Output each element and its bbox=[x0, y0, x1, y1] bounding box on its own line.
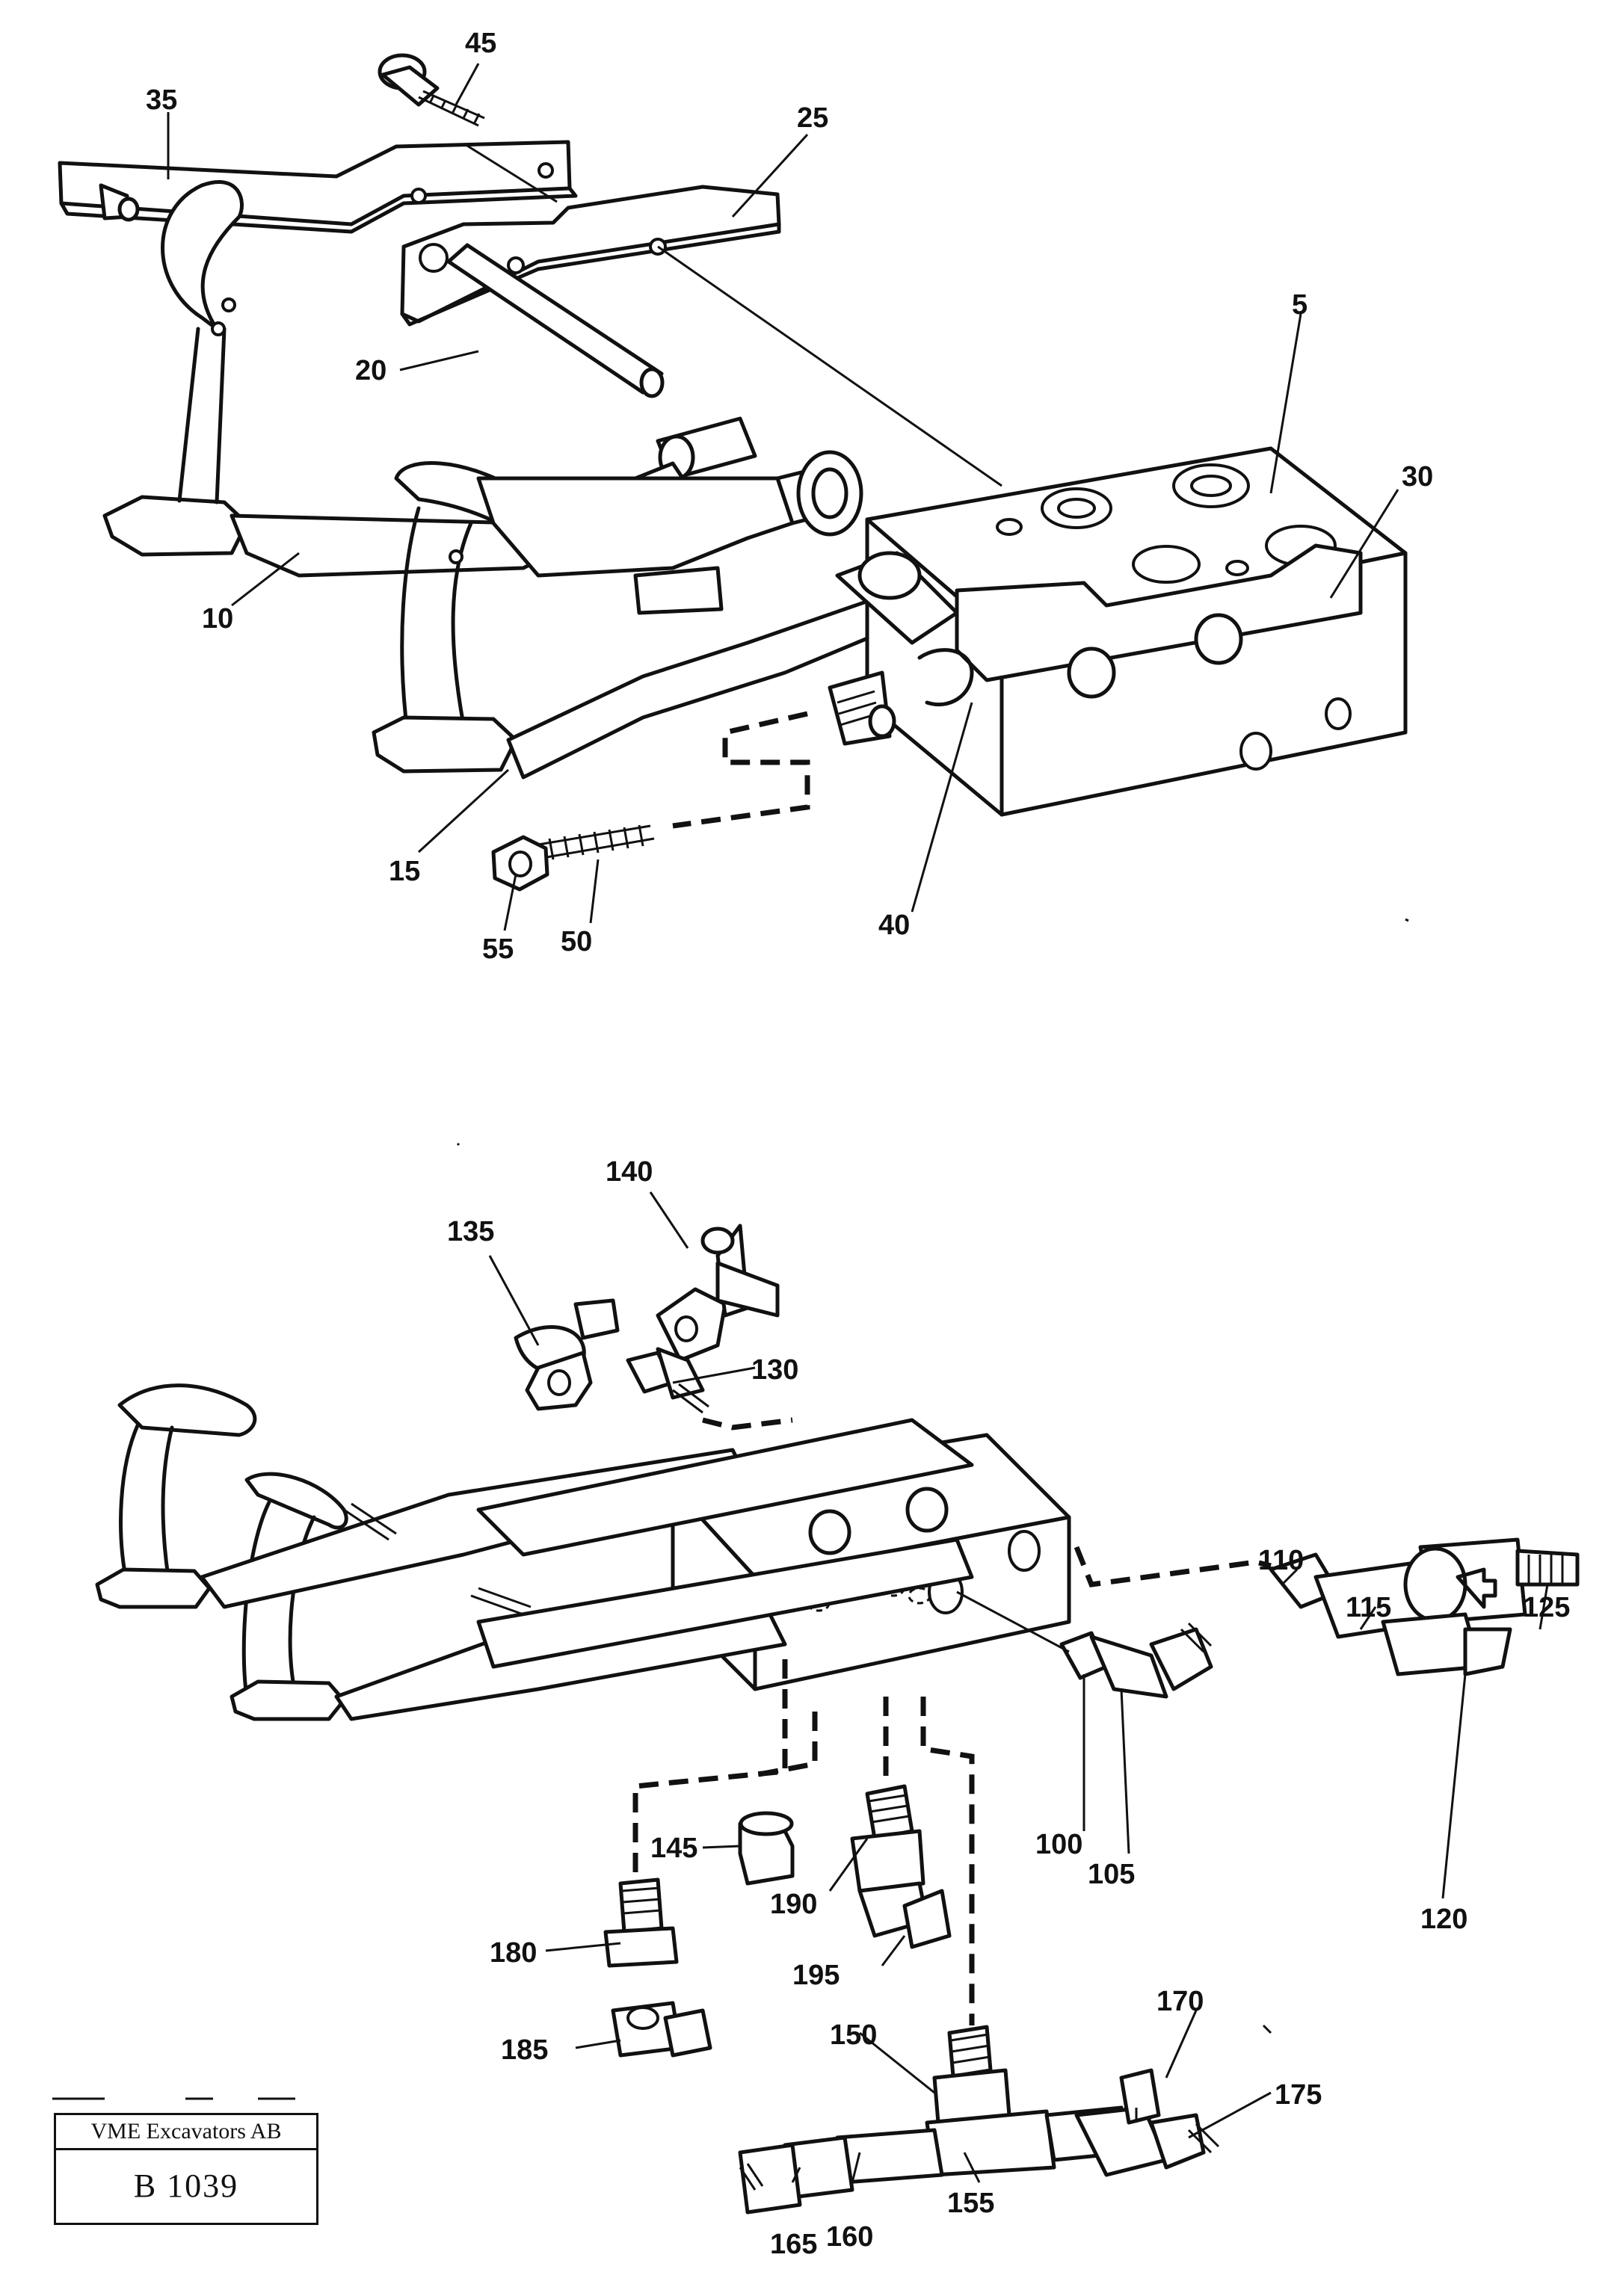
detent-part bbox=[828, 670, 896, 746]
adapter-part bbox=[626, 1347, 709, 1414]
leader-lines bbox=[167, 63, 1549, 2183]
callout-130: 130 bbox=[751, 1354, 798, 1386]
callout-115: 115 bbox=[1346, 1592, 1391, 1623]
upper-pedal-valve-assembly bbox=[58, 53, 1408, 892]
tee-fitting-part bbox=[656, 1223, 780, 1363]
callouts-lower: 140 135 130 110 115 125 100 105 120 145 … bbox=[447, 1156, 1570, 2260]
callout-155: 155 bbox=[947, 2188, 994, 2219]
callout-45: 45 bbox=[465, 28, 496, 59]
callout-30: 30 bbox=[1402, 461, 1433, 493]
bracket-part bbox=[58, 140, 578, 234]
elbow-adapter-part bbox=[850, 1784, 952, 1949]
callout-105: 105 bbox=[1088, 1859, 1135, 1890]
drawing-code: B 1039 bbox=[133, 2167, 239, 2204]
title-block: VME Excavators AB B 1039 bbox=[54, 2113, 318, 2225]
plug-part bbox=[738, 1811, 795, 1886]
callout-40: 40 bbox=[878, 910, 910, 941]
elbow-fitting-part bbox=[1059, 1622, 1213, 1699]
callout-165: 165 bbox=[770, 2229, 817, 2260]
callout-100: 100 bbox=[1035, 1829, 1082, 1860]
spring-and-nut-parts bbox=[491, 824, 655, 892]
callouts-upper: 35 45 25 20 5 30 10 15 40 50 55 bbox=[146, 28, 1433, 965]
scan-marks bbox=[52, 918, 1409, 2100]
callout-25: 25 bbox=[797, 102, 828, 134]
pressure-switch-tee-part bbox=[738, 2025, 1220, 2215]
company-name: VME Excavators AB bbox=[56, 2115, 316, 2150]
callout-55: 55 bbox=[482, 933, 514, 965]
callout-10: 10 bbox=[202, 603, 233, 635]
pin-part bbox=[446, 243, 757, 481]
callout-140: 140 bbox=[606, 1156, 653, 1188]
callout-125: 125 bbox=[1523, 1592, 1570, 1623]
screw-part bbox=[378, 53, 485, 127]
callout-175: 175 bbox=[1275, 2079, 1322, 2111]
callout-145: 145 bbox=[650, 1833, 697, 1864]
callout-190: 190 bbox=[770, 1889, 817, 1920]
callout-120: 120 bbox=[1420, 1904, 1467, 1935]
banjo-fitting-part bbox=[514, 1298, 620, 1411]
callout-15: 15 bbox=[389, 856, 420, 887]
pedal-part-front bbox=[372, 450, 967, 780]
valve-body-part bbox=[835, 446, 1408, 817]
callout-5: 5 bbox=[1292, 289, 1307, 321]
lever-arm-part bbox=[400, 185, 781, 327]
callout-170: 170 bbox=[1156, 1986, 1204, 2017]
callout-35: 35 bbox=[146, 84, 177, 116]
callout-20: 20 bbox=[355, 355, 386, 386]
callout-185: 185 bbox=[501, 2034, 548, 2066]
callout-195: 195 bbox=[792, 1960, 840, 1991]
callout-150: 150 bbox=[830, 2019, 877, 2051]
check-valve-cluster bbox=[1269, 1537, 1580, 1676]
callout-50: 50 bbox=[561, 926, 592, 957]
callout-180: 180 bbox=[490, 1937, 537, 1969]
callout-110: 110 bbox=[1258, 1545, 1304, 1576]
lower-pedal-valve-assembly bbox=[95, 1223, 1580, 2215]
callout-160: 160 bbox=[826, 2221, 873, 2253]
callout-135: 135 bbox=[447, 1216, 494, 1247]
adapter-and-elbow-part bbox=[603, 1877, 712, 2058]
